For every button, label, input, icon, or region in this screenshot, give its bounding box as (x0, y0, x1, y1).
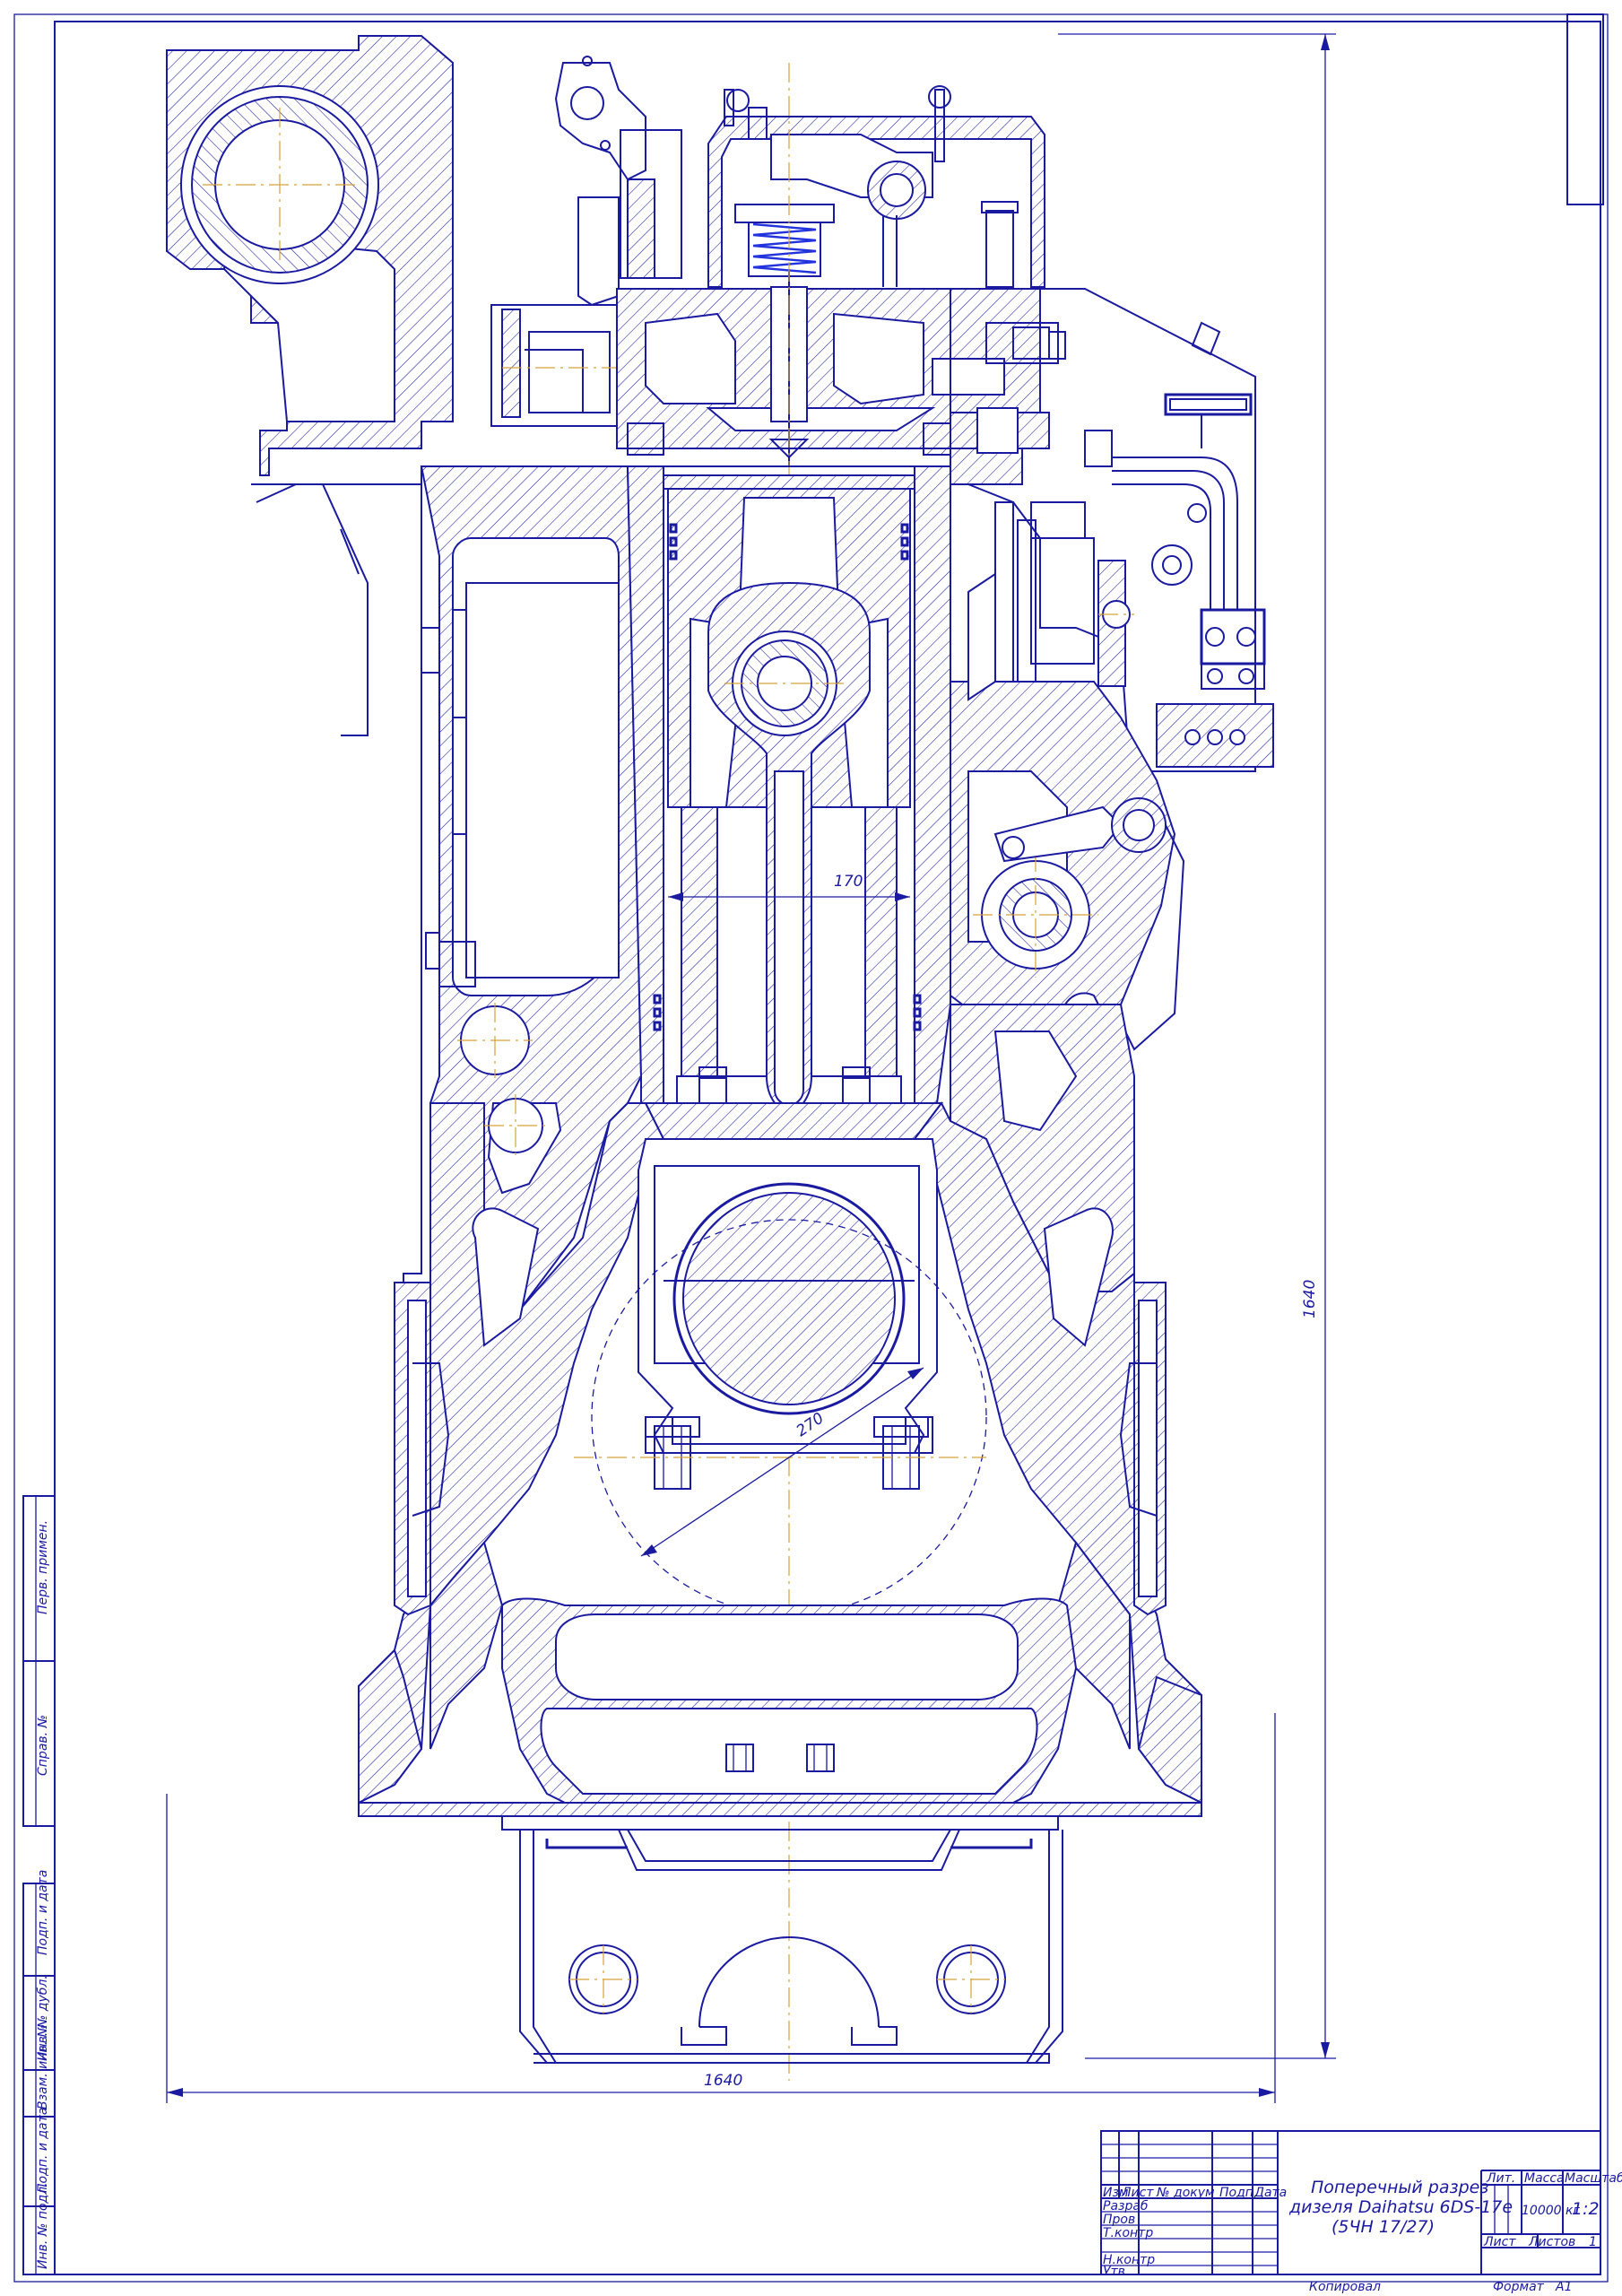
sheet-frame (13, 13, 1609, 2283)
connecting-rod (644, 581, 943, 1140)
stamp-label-perv: Перв. примен. (36, 1520, 50, 1614)
tb-sheets-label: Листов (1528, 2235, 1575, 2249)
tb-sheets-value: 1 (1589, 2235, 1597, 2249)
tb-col-dokum: № докум (1156, 2186, 1215, 2200)
tb-row-tkontr: Т.контр (1103, 2226, 1153, 2240)
dim-bore: 170 (834, 873, 863, 891)
exhaust-turbo-housing (166, 35, 454, 736)
tb-scale-value: 1:2 (1572, 2199, 1600, 2219)
tb-col-izm: Изм (1103, 2186, 1129, 2200)
tb-mass-value: 10000 кг (1522, 2204, 1580, 2218)
side-stamp: Перв. примен. Справ. № Подп. и дата Инв.… (22, 1495, 56, 2275)
valve-cover (707, 85, 1045, 288)
tb-col-data: Дата (1253, 2186, 1287, 2200)
camshaft-housing (950, 681, 1185, 1145)
tb-format-value: А1 (1555, 2280, 1572, 2294)
tb-scale-label: Масштаб (1565, 2171, 1622, 2186)
tb-col-list: Лист (1121, 2186, 1154, 2200)
tb-row-prov: Пров (1103, 2213, 1135, 2227)
tb-col-podp: Подп (1219, 2186, 1253, 2200)
tb-lit-label: Лит. (1486, 2171, 1515, 2186)
tb-title-3: (5ЧН 17/27) (1331, 2217, 1435, 2237)
tb-row-nkontr: Н.контр (1103, 2253, 1155, 2267)
stamp-label-podp1: Подп. и дата (36, 1870, 50, 1955)
cylinder-liner (626, 465, 951, 1104)
crankcase (358, 627, 1202, 1805)
block-outline-left (403, 466, 422, 1283)
tb-row-razrab: Разраб (1103, 2199, 1149, 2213)
crankshaft (574, 1138, 987, 1615)
cylinder-head (616, 269, 1041, 466)
side-covers (394, 1282, 1167, 1616)
title-block: Изм Лист № докум Подп Дата Разраб Пров Т… (1100, 2130, 1622, 2294)
exhaust-elbow (490, 56, 682, 427)
tb-row-utv: Утв (1103, 2265, 1125, 2279)
engine-body (166, 35, 1274, 2081)
oil-sump (358, 1540, 1202, 2064)
tb-format-label: Формат (1493, 2280, 1545, 2294)
tb-copied: Копировал (1309, 2280, 1381, 2294)
stamp-label-sprav: Справ. № (36, 1715, 50, 1776)
stamp-label-inv-podl: Инв. № подл. (36, 2182, 50, 2269)
tb-title-2: дизеля Daihatsu 6DS-17e (1288, 2197, 1513, 2217)
engine-block (420, 465, 1135, 1310)
dim-overall-width: 1640 (704, 2072, 742, 2090)
stamp-label-inv-dubl: Инв. № дубл. (36, 1975, 50, 2061)
tb-mass-label: Масса (1524, 2171, 1565, 2186)
tb-sheet-label: Лист (1483, 2235, 1516, 2249)
stamp-label-podp2: Подп. и дата (36, 2108, 50, 2193)
tb-title-1: Поперечный разрез (1311, 2178, 1488, 2197)
stamp-label-vzam: Взам. инв. № (36, 2024, 50, 2109)
dim-overall-height: 1640 (1301, 1280, 1319, 1318)
dimensions: 170 270 1640 1640 (166, 33, 1336, 2103)
